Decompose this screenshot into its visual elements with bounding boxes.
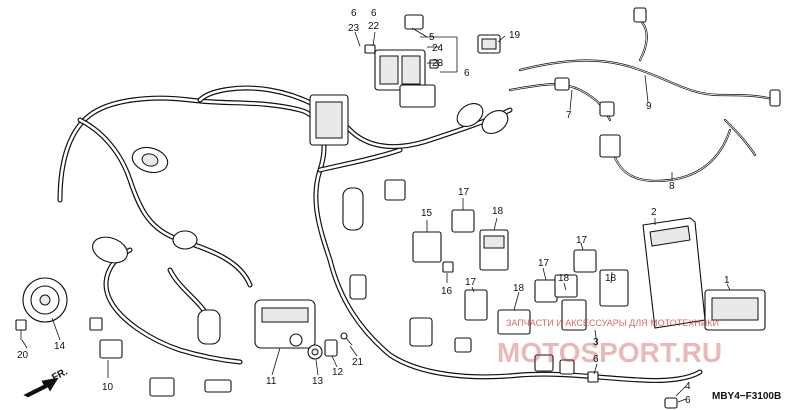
callout-6: 6 <box>685 395 691 406</box>
callout-11: 11 <box>266 376 277 387</box>
ecu-2 <box>642 217 706 329</box>
callout-15: 15 <box>421 208 433 219</box>
sub-harness-8 <box>599 118 757 183</box>
callout-21: 21 <box>352 357 364 368</box>
horn-14 <box>22 277 68 323</box>
sub-harness-7 <box>508 77 615 122</box>
connector-center <box>342 179 406 300</box>
callout-23: 23 <box>348 23 360 34</box>
front-label: FR. <box>50 366 70 383</box>
bolt-20 <box>15 319 27 340</box>
fuse-box-cluster <box>364 14 439 108</box>
coil-left <box>131 146 169 174</box>
callout-6: 6 <box>371 8 377 19</box>
callout-19: 19 <box>509 30 521 41</box>
callout-17: 17 <box>458 187 470 198</box>
callout-7: 7 <box>566 110 572 121</box>
coil-upper <box>456 102 509 135</box>
callout-8: 8 <box>669 181 675 192</box>
watermark-brand: MOTOSPORT.RU <box>497 337 722 368</box>
clip-12 <box>324 339 338 357</box>
front-direction-arrow <box>23 377 59 398</box>
watermark: MOTOSPORT.RU ЗАПЧАСТИ И АКСЕССУАРЫ ДЛЯ М… <box>497 318 722 368</box>
callout-12: 12 <box>332 367 344 378</box>
callout-1: 1 <box>724 275 730 286</box>
callout-10: 10 <box>102 382 114 393</box>
callout-17: 17 <box>465 277 477 288</box>
callouts: 6 23 6 22 5 24 23 6 19 9 7 8 15 17 18 2 … <box>17 8 730 406</box>
bottom-connectors <box>409 317 678 409</box>
fuse-box-1 <box>704 289 766 331</box>
callout-17: 17 <box>538 258 550 269</box>
main-wire-harness <box>57 85 703 383</box>
callout-13: 13 <box>312 376 324 387</box>
connector-10 <box>89 317 232 397</box>
callout-5: 5 <box>429 32 435 43</box>
screw-21 <box>340 332 353 346</box>
grommet-13 <box>307 344 323 360</box>
bottle-left <box>197 309 221 345</box>
callout-6: 6 <box>464 68 470 79</box>
diagram-code: MBY4−F3100B <box>712 391 781 402</box>
callout-17: 17 <box>576 235 588 246</box>
leader-lines <box>21 27 731 403</box>
unit-11 <box>254 299 316 349</box>
callout-2: 2 <box>651 207 657 218</box>
callout-14: 14 <box>54 341 66 352</box>
callout-16: 16 <box>441 286 453 297</box>
callout-6: 6 <box>593 354 599 365</box>
coil-mid <box>92 230 198 264</box>
relay-block <box>412 209 629 335</box>
sub-harness-9 <box>518 7 781 107</box>
relay-19 <box>477 34 501 54</box>
callout-9: 9 <box>646 101 652 112</box>
watermark-tagline: ЗАПЧАСТИ И АКСЕССУАРЫ ДЛЯ МОТОТЕХНИКИ <box>506 318 719 328</box>
callout-18: 18 <box>513 283 525 294</box>
callout-3: 3 <box>593 337 599 348</box>
callout-22: 22 <box>368 21 380 32</box>
callout-24: 24 <box>432 43 444 54</box>
callout-18: 18 <box>492 206 504 217</box>
callout-23: 23 <box>432 58 444 69</box>
ignition-unit <box>309 94 349 146</box>
callout-18: 18 <box>605 273 617 284</box>
callout-18: 18 <box>558 273 570 284</box>
callout-20: 20 <box>17 350 29 361</box>
callout-6: 6 <box>351 8 357 19</box>
callout-4: 4 <box>685 381 691 392</box>
